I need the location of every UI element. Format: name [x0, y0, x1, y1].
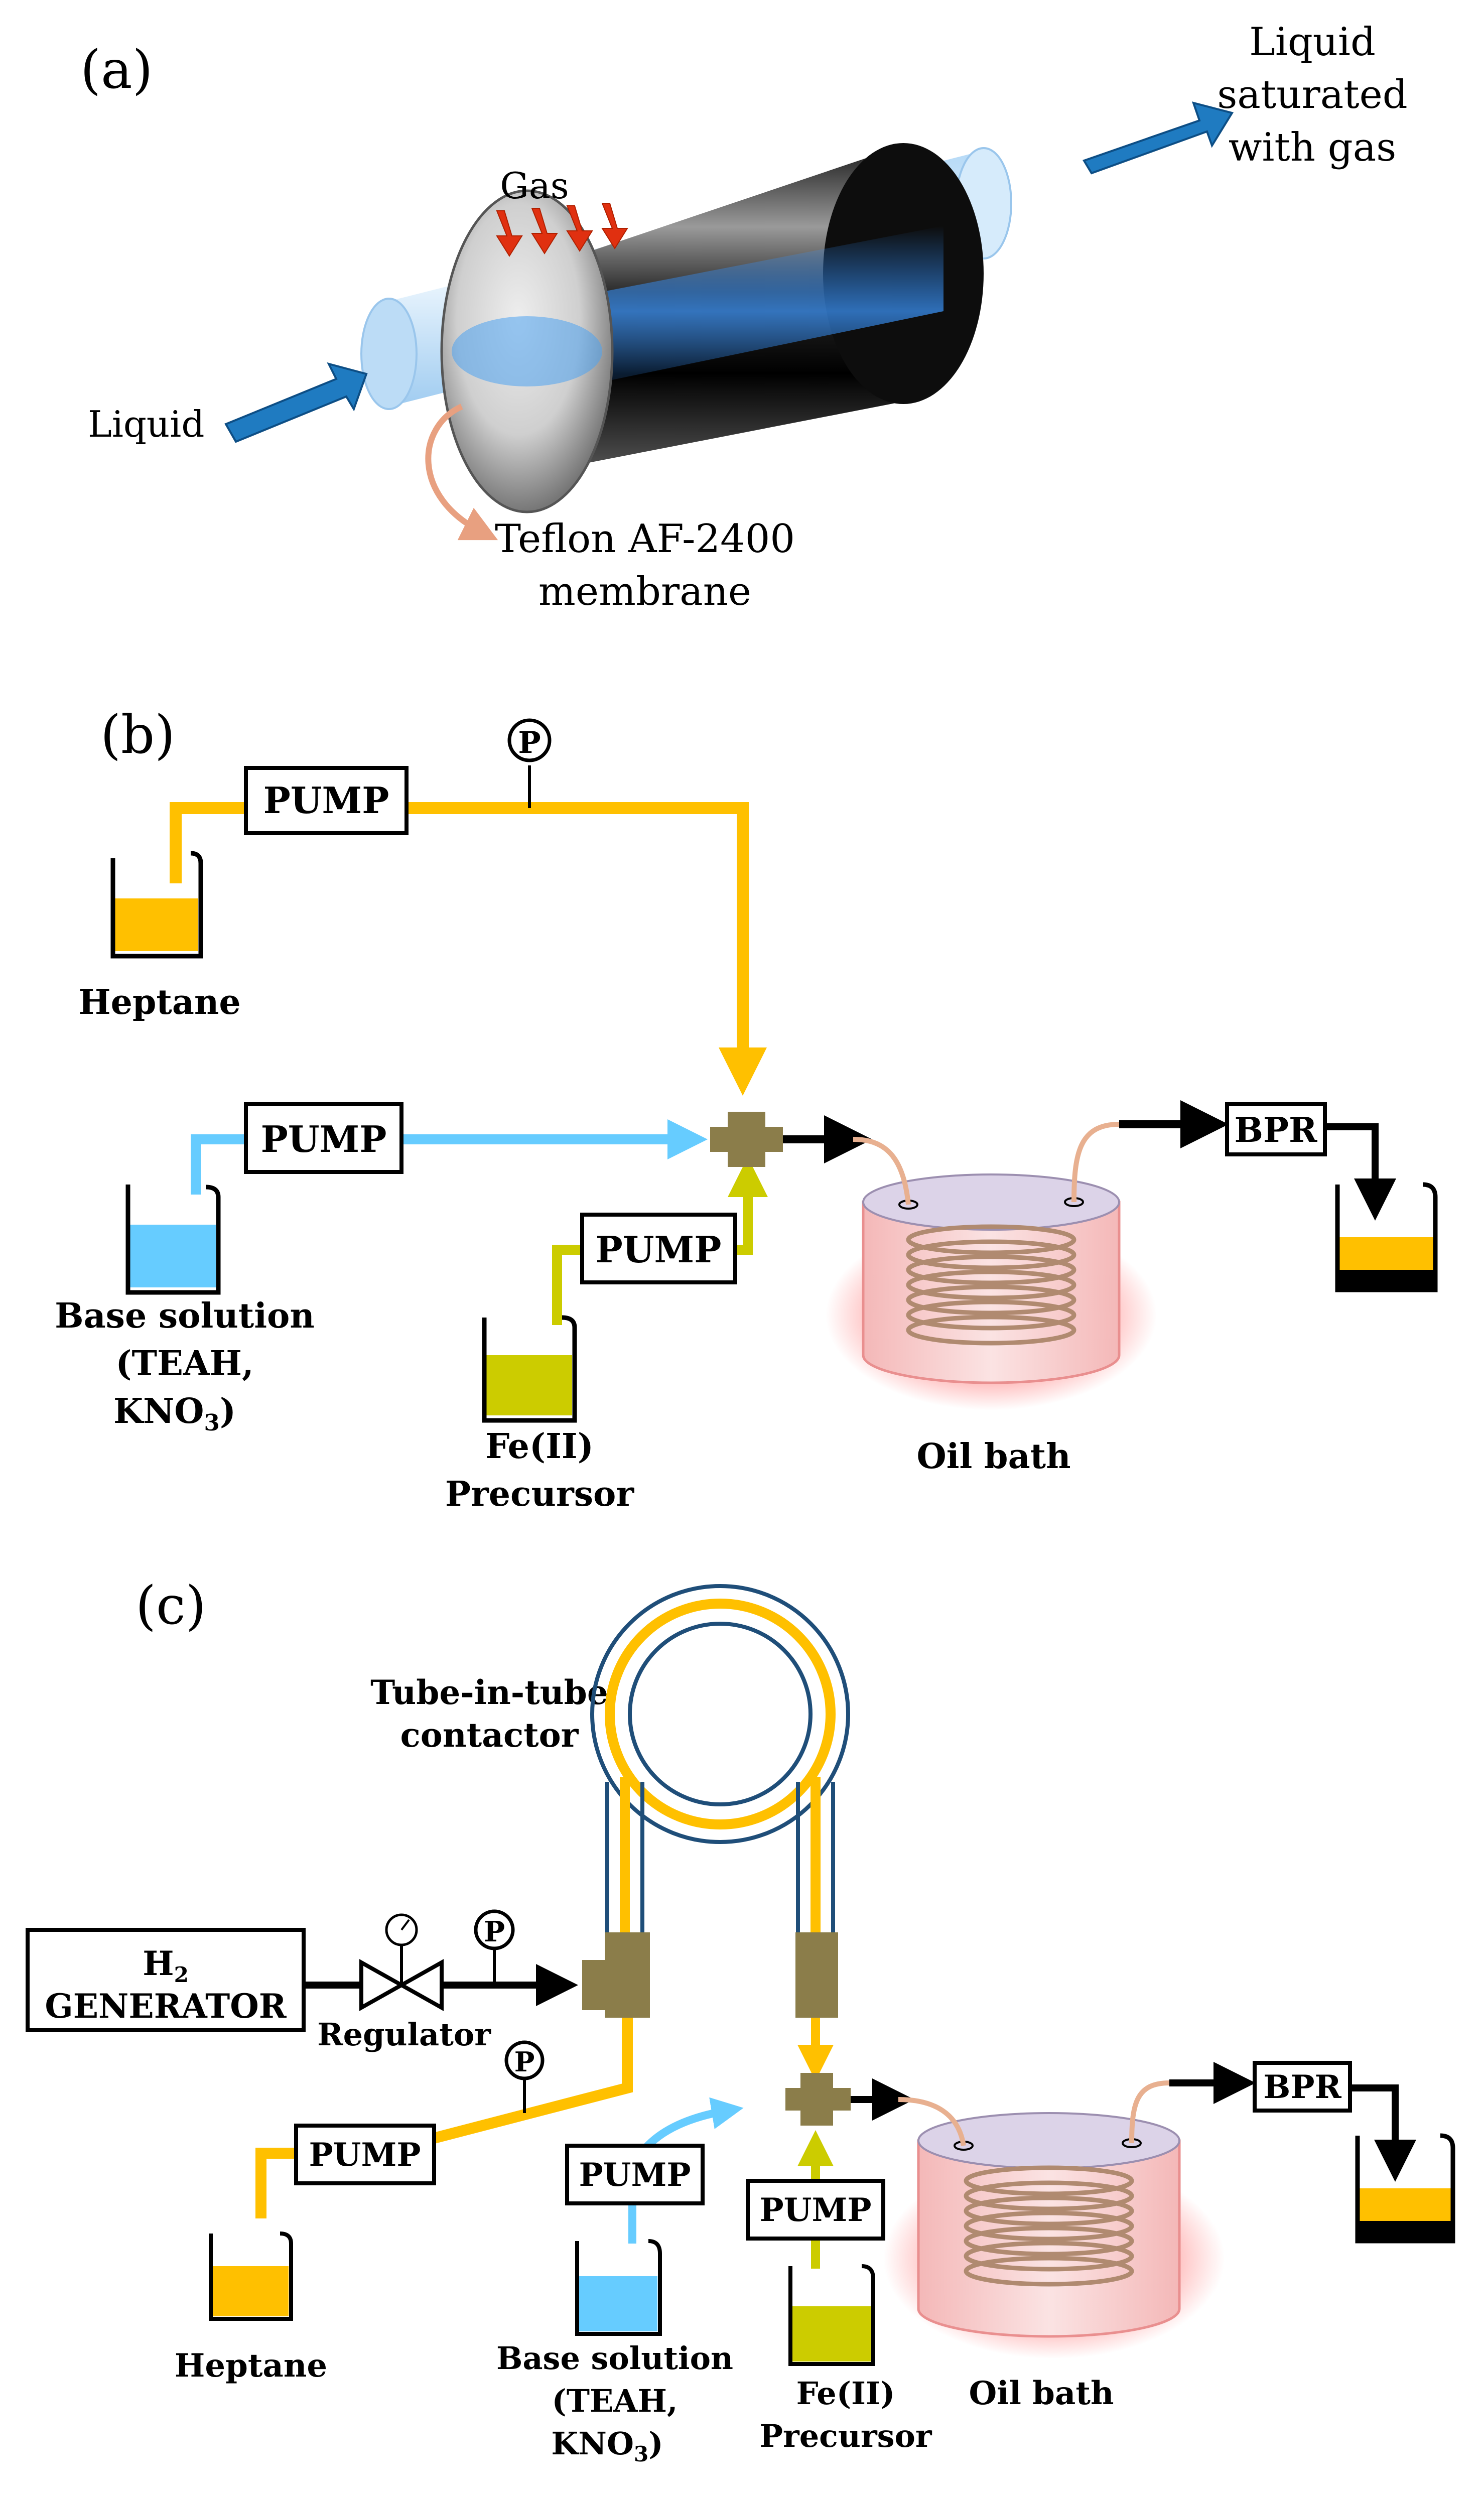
base-solution-label-line-3-b: KNO3) [113, 1391, 236, 1436]
heptane-vessel-c [209, 2232, 293, 2321]
fe-vessel-c [788, 2264, 875, 2366]
bpr-c: BPR [1253, 2061, 1352, 2113]
outlet-connector-c [795, 1932, 838, 2018]
base-solution-vessel-b [125, 1185, 221, 1295]
oil-bath-label-b: Oil bath [916, 1436, 1070, 1477]
outlet-arrow [1083, 101, 1234, 175]
base-solution-label-line-3-c: KNO3) [551, 2425, 663, 2466]
oil-bath-c [883, 2080, 1225, 2359]
mixer-cross-c [785, 2073, 851, 2126]
collection-vessel-c [1355, 2133, 1455, 2244]
liquid-inlet-arrow [224, 362, 368, 443]
pump-base-b: PUMP [244, 1102, 403, 1174]
panel-a-label: (a) [80, 39, 153, 100]
svg-text:PUMP: PUMP [760, 2191, 872, 2229]
regulator-valve [359, 1913, 444, 2011]
base-solution-label-line-2-c: (TEAH, [552, 2383, 678, 2419]
base-solution-vessel-c [575, 2239, 662, 2336]
panel-c-label: (c) [136, 1575, 206, 1636]
svg-text:PUMP: PUMP [579, 2156, 691, 2194]
base-solution-label-line-1-b: Base solution [55, 1296, 315, 1336]
panel-b: (b) P PUMP Heptane PUMP Base solution [55, 704, 1438, 1514]
tube-in-tube-contactor [590, 1584, 850, 1932]
gas-label: Gas [500, 165, 569, 207]
heptane-label-c: Heptane [175, 2347, 327, 2385]
generator-label-line-1: H2 [143, 1944, 189, 1987]
panel-b-label: (b) [100, 704, 175, 765]
svg-text:PUMP: PUMP [263, 779, 389, 822]
gas-flow-arrows [496, 203, 628, 257]
svg-text:PUMP: PUMP [261, 1118, 387, 1160]
collection-vessel-b [1335, 1182, 1438, 1292]
generator-label-line-2: GENERATOR [45, 1987, 287, 2026]
oil-bath-b [826, 1122, 1157, 1410]
pump-fe-c: PUMP [746, 2179, 885, 2241]
fe-label-line-2-c: Precursor [759, 2418, 932, 2454]
outlet-label-line-1: Liquid [1249, 20, 1376, 65]
panel-c: (c) Tube-in-tube contactor H2 GENERATOR [26, 1575, 1455, 2466]
fe-label-line-1-c: Fe(II) [796, 2375, 895, 2412]
regulator-label: Regulator [317, 2016, 491, 2053]
svg-text:P: P [484, 1915, 505, 1948]
fe-vessel-b [482, 1315, 577, 1423]
pressure-gauge-c-gas: P [474, 1909, 515, 1950]
svg-text:BPR: BPR [1263, 2068, 1341, 2106]
pressure-gauge-b: P [507, 718, 552, 762]
contactor-label-line-1: Tube-in-tube [370, 1673, 608, 1712]
outlet-label-line-3: with gas [1229, 125, 1397, 170]
bpr-b: BPR [1225, 1102, 1327, 1156]
heptane-label-b: Heptane [78, 982, 240, 1022]
pressure-gauge-c-liquid: P [504, 2040, 545, 2080]
fe-label-line-1-b: Fe(II) [485, 1426, 594, 1467]
mixer-cross-b [710, 1112, 783, 1167]
svg-text:PUMP: PUMP [309, 2136, 421, 2174]
membrane-label-line-2: membrane [538, 569, 751, 614]
gas-cylinder [440, 143, 984, 513]
pump-heptane-c: PUMP [294, 2124, 436, 2185]
liquid-label: Liquid [88, 403, 204, 445]
fe-label-line-2-b: Precursor [445, 1474, 635, 1514]
outlet-label-line-2: saturated [1217, 72, 1407, 117]
svg-text:PUMP: PUMP [596, 1228, 722, 1271]
panel-a: (a) Gas Liquid Liquid saturat [80, 20, 1408, 614]
heptane-vessel-b [110, 851, 203, 959]
t-connector-c [582, 1932, 650, 2018]
membrane-callout-arrow [425, 404, 498, 541]
h2-generator: H2 GENERATOR [26, 1928, 306, 2032]
svg-text:P: P [514, 2046, 535, 2078]
oil-bath-label-c: Oil bath [969, 2375, 1114, 2412]
pump-base-c: PUMP [565, 2144, 705, 2205]
base-solution-label-line-1-c: Base solution [496, 2340, 733, 2377]
membrane-label-line-1: Teflon AF-2400 [495, 516, 795, 562]
contactor-label-line-2: contactor [400, 1716, 579, 1755]
svg-text:BPR: BPR [1234, 1110, 1317, 1150]
base-solution-label-line-2-b: (TEAH, [115, 1344, 253, 1384]
pump-heptane-b: PUMP [244, 766, 409, 835]
pump-fe-b: PUMP [580, 1213, 737, 1284]
svg-text:P: P [518, 725, 541, 760]
